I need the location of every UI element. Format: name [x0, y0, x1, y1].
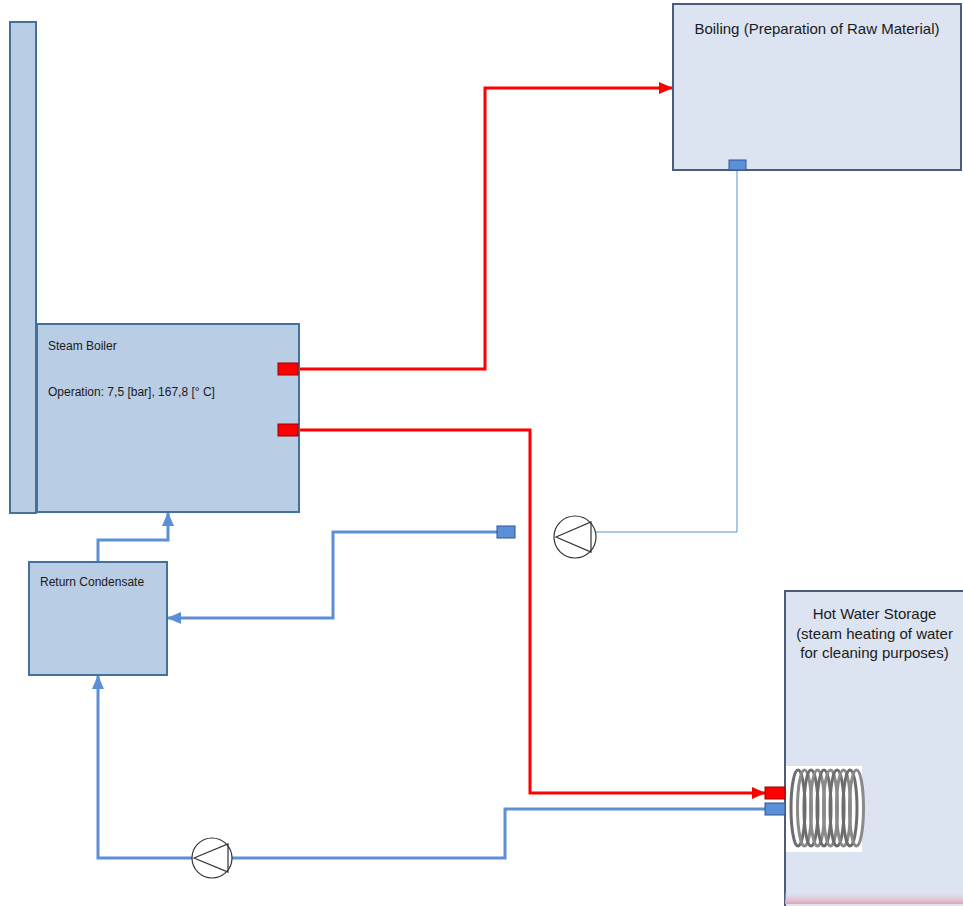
- pump-symbol: [192, 838, 232, 878]
- pipe-line: [300, 88, 672, 369]
- node-title: Boiling (Preparation of Raw Material): [686, 19, 948, 39]
- chimney: [10, 22, 36, 513]
- boiler-box: Steam BoilerOperation: 7,5 [bar], 167,8 …: [36, 323, 300, 513]
- node-detail: Operation: 7,5 [bar], 167,8 [° C]: [48, 385, 288, 401]
- pipe-line: [98, 676, 765, 858]
- steam-port: [765, 787, 785, 799]
- pipe-line: [168, 532, 497, 618]
- node-title: Steam Boiler: [48, 339, 288, 355]
- process-box: Boiling (Preparation of Raw Material): [672, 3, 962, 171]
- pipe-line: [98, 513, 168, 561]
- pipe-connector: [300, 430, 765, 793]
- pipe-connector: [98, 676, 765, 858]
- node-title: Hot Water Storage (steam heating of wate…: [790, 604, 959, 663]
- tank-box: Return Condensate: [28, 561, 168, 676]
- pipe-line: [300, 430, 765, 793]
- pump-symbol: [554, 516, 596, 558]
- condensate-port: [765, 803, 785, 815]
- pipe-line: [596, 171, 737, 532]
- condensate-port: [497, 526, 515, 538]
- pipe-connector: [98, 513, 168, 561]
- node-title: Return Condensate: [40, 575, 156, 591]
- storage-box: Hot Water Storage (steam heating of wate…: [784, 590, 963, 906]
- pipe-connector: [300, 88, 672, 369]
